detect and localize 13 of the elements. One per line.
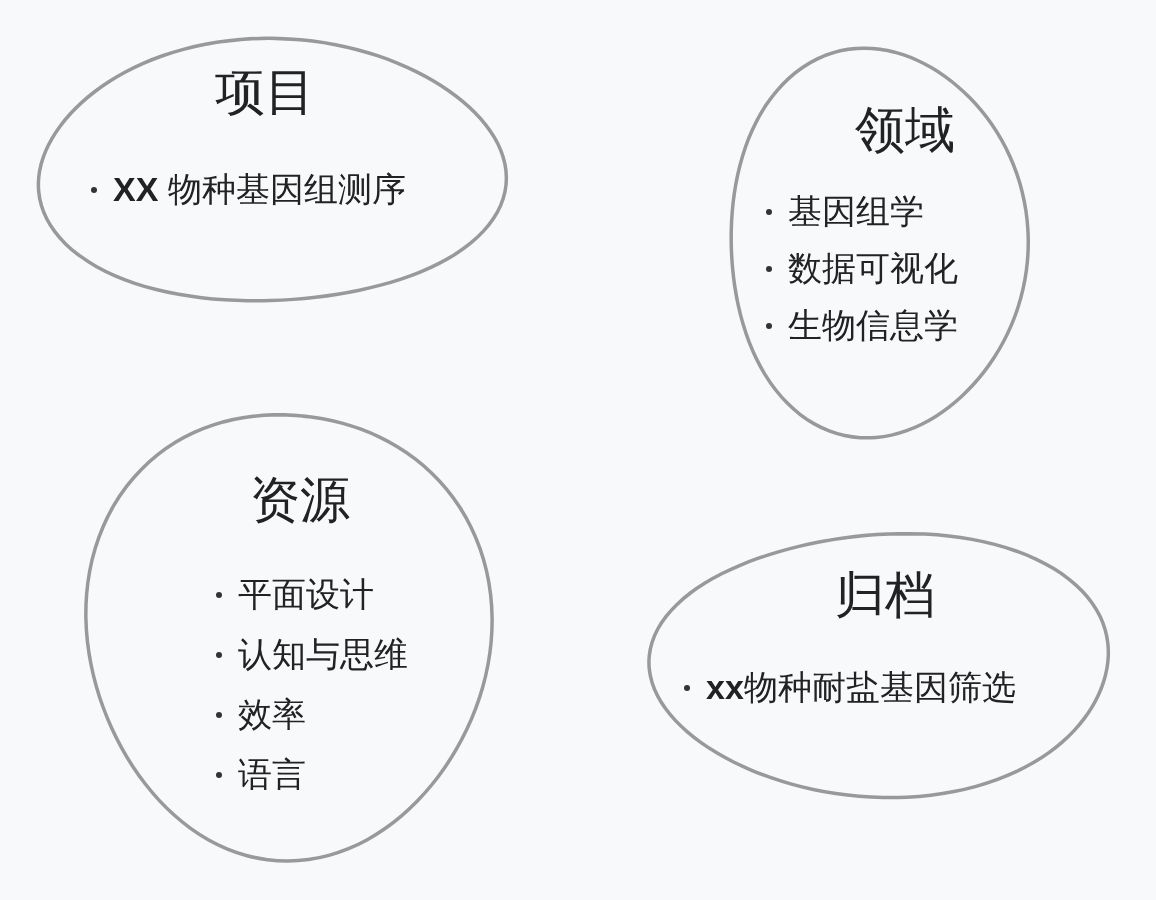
list-item: 生物信息学 [788,307,958,345]
list-item: 基因组学 [788,193,924,231]
list-item: 认知与思维 [238,636,408,674]
list-item: 数据可视化 [788,250,958,288]
heading: 项目 [215,64,315,120]
list-item: 平面设计 [238,576,374,614]
heading: 领域 [855,102,955,158]
list-item: 效率 [238,696,306,734]
list-item: XX 物种基因组测序 [113,171,406,209]
heading: 归档 [835,567,935,623]
list-item: 语言 [238,756,306,794]
list-item: xx物种耐盐基因筛选 [706,669,1016,707]
heading: 资源 [250,472,350,528]
